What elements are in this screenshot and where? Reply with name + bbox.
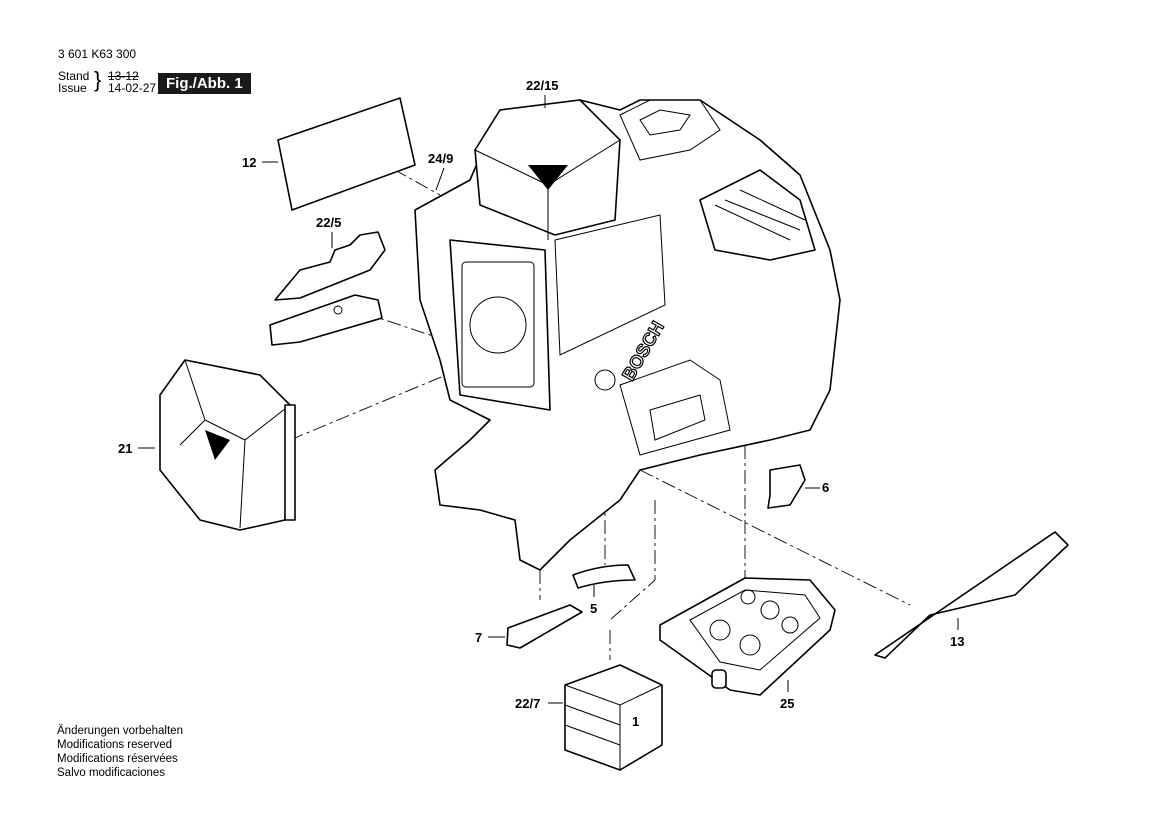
callout-5: 5 [590, 601, 597, 616]
brace-icon: } [94, 67, 102, 92]
part-12-window [277, 97, 416, 211]
part-mark-1: 1 [632, 714, 639, 729]
callout-12: 12 [242, 155, 256, 170]
callout-22-7: 22/7 [515, 696, 540, 711]
callout-13: 13 [950, 634, 964, 649]
revision-block: Stand Issue } 13-12 14-02-27 [58, 69, 156, 95]
issue-label: Issue [58, 81, 87, 95]
callout-21: 21 [118, 441, 132, 456]
modification-notes: Änderungen vorbehalten Modifications res… [57, 724, 183, 780]
document-number: 3 601 K63 300 [58, 47, 137, 61]
callout-22-15: 22/15 [526, 78, 559, 93]
part-22-7-block: 1 [564, 664, 663, 771]
callout-6: 6 [822, 480, 829, 495]
part-25-base-plate [659, 577, 836, 696]
part-5-pad [572, 564, 636, 589]
stand-label: Stand [58, 69, 90, 83]
part-22-5-clip [269, 231, 386, 346]
issue-value: 14-02-27 [108, 81, 157, 95]
note-es: Salvo modificaciones [57, 767, 166, 779]
callout-25: 25 [780, 696, 794, 711]
callout-7: 7 [475, 630, 482, 645]
part-7-pad [506, 604, 583, 649]
figure-label: Fig./Abb. 1 [158, 73, 251, 94]
part-6-pad [767, 464, 806, 509]
callout-22-5: 22/5 [316, 215, 341, 230]
callout-leaders [138, 95, 959, 704]
note-fr: Modifications réservées [57, 753, 178, 765]
stand-value: 13-12 [108, 69, 139, 83]
note-en: Modifications reserved [57, 739, 173, 751]
callout-24-9: 24/9 [428, 151, 453, 166]
laser-level-body: BOSCH [414, 99, 841, 571]
part-13-strip [874, 531, 1069, 659]
part-21-cover [159, 359, 296, 531]
note-de: Änderungen vorbehalten [57, 725, 183, 737]
